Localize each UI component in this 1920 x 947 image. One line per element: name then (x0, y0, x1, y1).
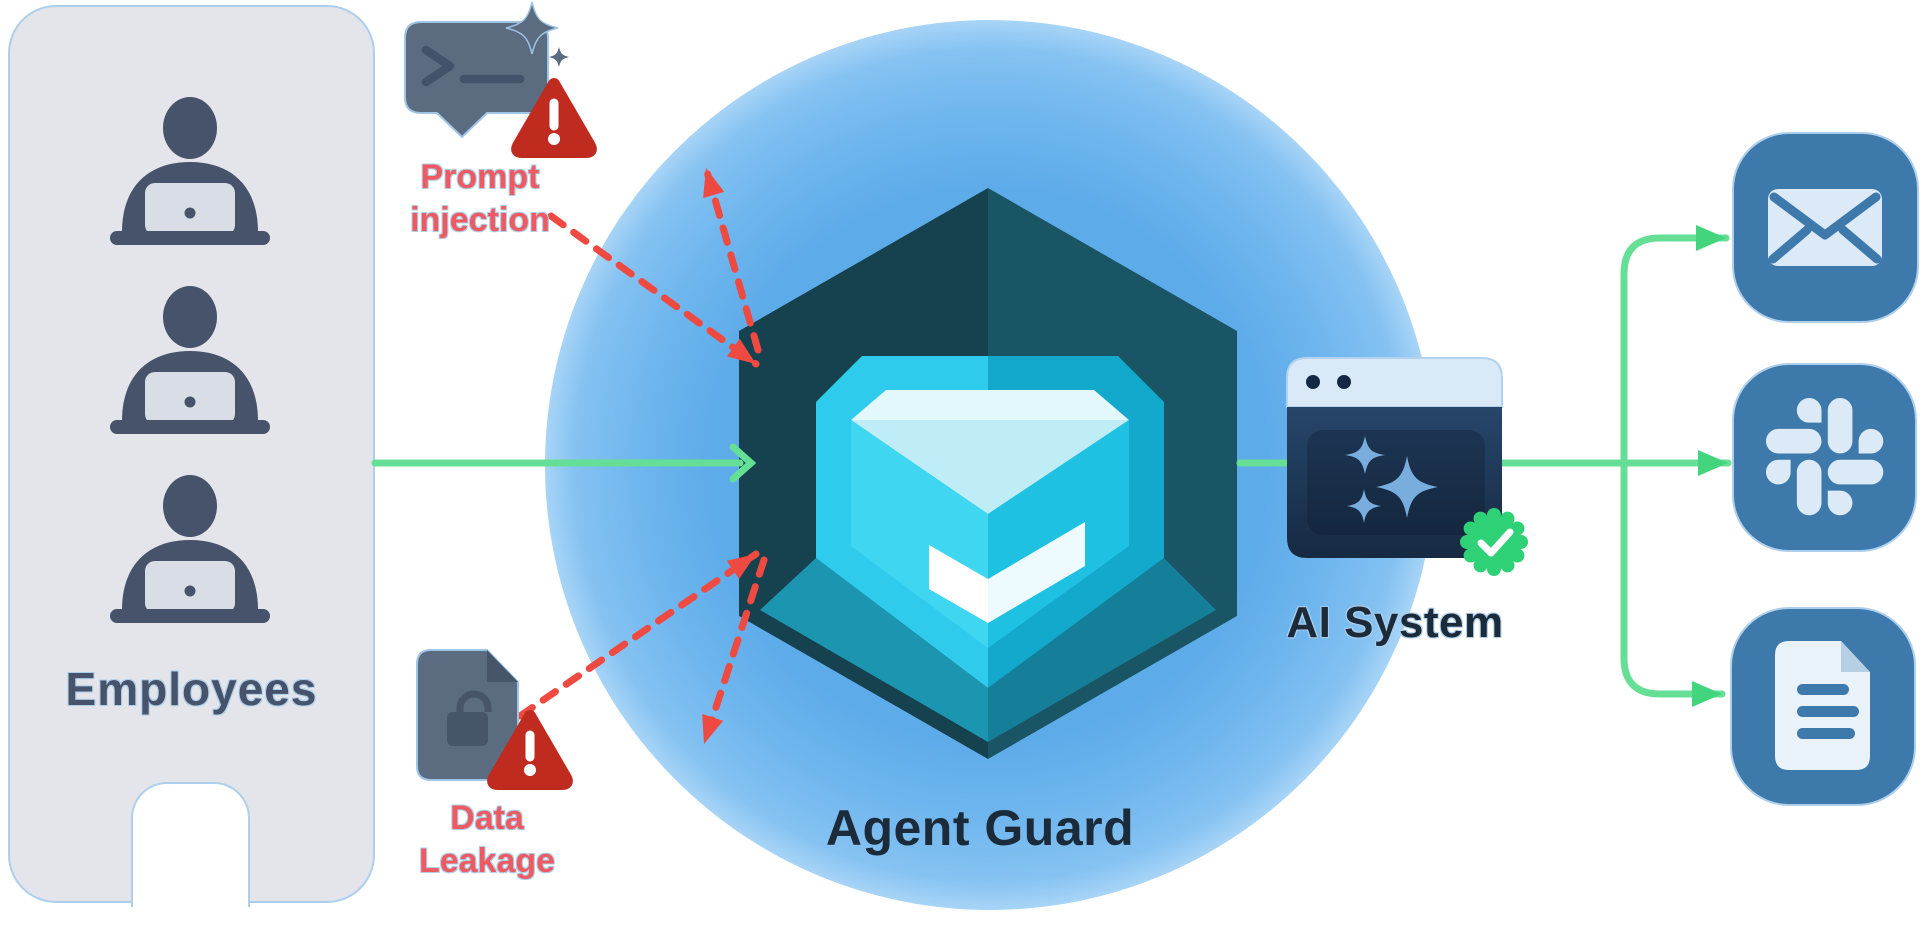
threat-arrows (516, 164, 768, 748)
flow-arrow-into-guard (729, 443, 757, 483)
ai-sparkle-icon (1376, 456, 1438, 518)
lock-shackle (456, 690, 492, 712)
window-titlebar (1286, 357, 1503, 408)
window-dot (1306, 375, 1320, 389)
sparkle-icon (505, 1, 559, 55)
prompt-injection-label: Prompt injection (370, 156, 590, 242)
shield-top-face (851, 420, 1129, 514)
shield-top-bevel (851, 390, 1129, 420)
document-fold (487, 650, 518, 682)
person-at-laptop-icon (110, 97, 270, 245)
locked-document-icon (416, 649, 519, 781)
terminal-prompt-chevron (421, 45, 455, 87)
hexagon-floor-right (988, 558, 1216, 742)
data-leakage-label: Data Leakage (377, 797, 597, 883)
agent-guard-shield-icon (739, 188, 1237, 759)
check-icon (1477, 528, 1514, 557)
slack-icon (1732, 363, 1917, 552)
prompt-injection-label-line1: Prompt (420, 158, 540, 196)
window-dot (1337, 375, 1351, 389)
agent-guard-label: Agent Guard (825, 800, 1135, 856)
terminal-chat-icon (404, 1, 569, 139)
threat-arrow-prompt-injection-deflected (702, 164, 762, 354)
employees-label: Employees (65, 663, 318, 715)
threat-arrow-prompt-injection-in (547, 212, 760, 368)
person-at-laptop-icon (110, 475, 270, 623)
ai-sparkle-icon (1347, 489, 1381, 523)
threat-arrow-data-leakage-in (516, 550, 760, 720)
flow-lines (371, 225, 1732, 707)
hexagon-floor-left (760, 558, 988, 742)
ai-system-window-icon (1286, 357, 1503, 558)
threat-arrow-data-leakage-deflected (700, 556, 768, 748)
email-icon (1732, 132, 1919, 323)
document-icon (1730, 607, 1916, 806)
shield-check-right (988, 522, 1085, 623)
sparkle-small-icon (549, 47, 569, 67)
data-leakage-label-line1: Data (450, 799, 524, 837)
flow-line-aisystem-to-email (1620, 225, 1730, 467)
ai-system-label: AI System (1286, 598, 1504, 647)
verified-badge-icon (1460, 508, 1528, 576)
lock-body (447, 712, 488, 746)
warning-triangle-icon (487, 710, 573, 790)
warning-triangle-icon (511, 78, 597, 158)
employees-panel-notch (131, 782, 250, 907)
prompt-injection-label-line2: injection (410, 201, 550, 239)
person-at-laptop-icon (110, 286, 270, 434)
ai-sparkle-icon (1345, 436, 1385, 474)
data-leakage-label-line2: Leakage (418, 842, 556, 880)
shield-check-left (929, 545, 988, 623)
flow-line-aisystem-to-document (1620, 459, 1726, 707)
